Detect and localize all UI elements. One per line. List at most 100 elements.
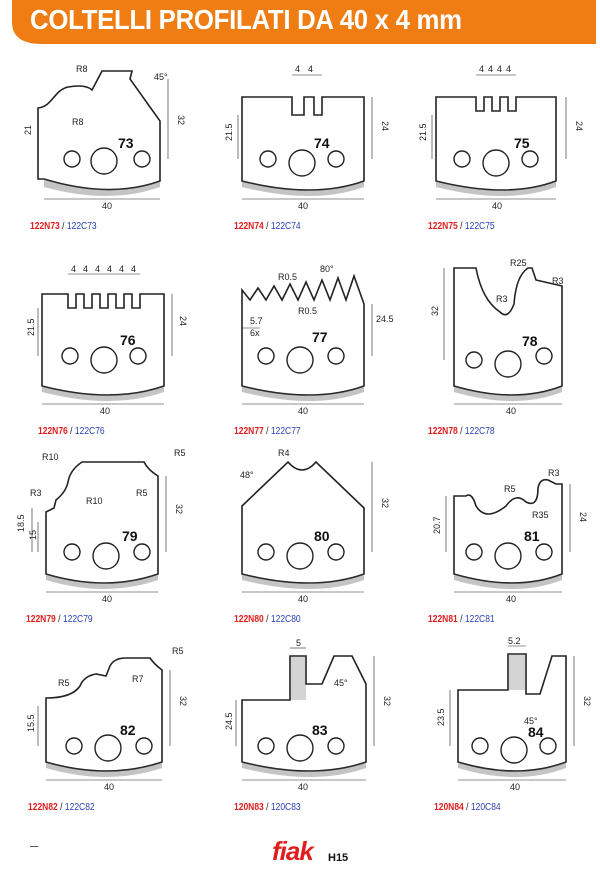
knife-77-drawing: R0.5 80° R0.5 5.7 6x 24.5 77 40 [241,264,394,416]
dim-text: R5 [172,646,184,656]
dim-text: 80° [320,264,334,274]
knife-78: R25 R3 R3 32 78 40 122N78 / 122C78 [416,258,596,460]
knife-code: 122N79 / 122C79 [26,614,93,625]
dim-text: R8 [76,64,88,74]
dim-text: 18.5 [16,514,26,532]
page-title: COLTELLI PROFILATI DA 40 x 4 mm [30,4,462,35]
code-n: 122N82 [28,802,58,813]
dim-text: 32 [178,696,188,706]
knife-code: 122N77 / 122C77 [234,426,301,437]
dim-text: 4 [71,264,76,274]
page-header: COLTELLI PROFILATI DA 40 x 4 mm [0,0,600,44]
header-bar [12,0,596,44]
knife-code: 122N75 / 122C75 [428,221,495,232]
knife-78-drawing: R25 R3 R3 32 78 40 [430,258,564,416]
knife-74: 4 4 21.5 24 74 40 122N74 / 122C74 [222,55,402,255]
knife-79: R10 R5 R3 R10 R5 18.5 15 32 79 40 122N79… [14,448,194,648]
knife-80: R4 48° 32 80 40 122N80 / 122C80 [222,448,402,648]
dim-text: R5 [504,484,516,494]
brand-logo: fiak H15 [272,836,362,872]
knife-number: 81 [524,528,540,544]
dim-text: 23.5 [436,708,446,726]
dim-text: 45° [524,716,538,726]
dim-text: 21.5 [224,123,234,141]
knife-code: 122N82 / 122C82 [28,802,95,813]
knife-code: 122N73 / 122C73 [30,221,97,232]
knife-number: 82 [120,722,136,738]
knife-83-drawing: 5 45° 24.5 32 83 40 [224,638,392,792]
knife-73: R8 45° R8 21 32 73 40 122N73 / 122C73 [18,55,198,255]
knife-74-drawing: 4 4 21.5 24 74 40 [224,64,390,211]
code-n: 122N74 [234,221,264,232]
dim-text: 24 [380,121,390,131]
knife-number: 76 [120,332,136,348]
knife-width: 40 [102,594,112,604]
knife-width: 40 [298,201,308,211]
knife-number: 84 [528,724,544,740]
knife-width: 40 [298,594,308,604]
knife-number: 75 [514,135,530,151]
knife-75-drawing: 4 4 4 4 21.5 24 75 40 [418,64,584,211]
code-n: 122N79 [26,614,56,625]
code-c: 122C73 [66,221,97,232]
knife-width: 40 [102,201,112,211]
knife-number: 79 [122,528,138,544]
dim-text: 6x [250,328,260,338]
dim-text: 4 [95,264,100,274]
dim-text: 4 [488,64,493,74]
knife-width: 40 [492,201,502,211]
code-c: 122C76 [74,426,105,437]
knife-width: 40 [506,406,516,416]
dim-text: 32 [174,504,184,514]
knife-84-drawing: 5.2 45° 23.5 32 84 40 [436,636,592,792]
dim-text: 45° [154,72,168,82]
knife-number: 77 [312,329,328,345]
dim-text: 4 [131,264,136,274]
dim-text: 32 [380,498,390,508]
knife-77: R0.5 80° R0.5 5.7 6x 24.5 77 40 122N77 /… [222,260,402,460]
dim-text: 5 [296,638,301,648]
dim-text: R25 [510,258,527,268]
dim-text: R10 [86,496,103,506]
dim-text: R10 [42,452,59,462]
code-c: 120C83 [270,802,301,813]
code-c: 122C75 [464,221,495,232]
code-n: 122N75 [428,221,458,232]
dim-text: R7 [132,674,144,684]
dim-text: 24 [578,512,588,522]
knife-width: 40 [104,782,114,792]
dim-text: R5 [58,678,70,688]
dim-text: 21 [23,125,33,135]
dim-text: 24 [178,316,188,326]
dim-text: 24.5 [376,314,394,324]
dim-text: 32 [382,696,392,706]
knife-81-drawing: R3 R5 R35 20.7 24 81 40 [432,468,588,604]
knife-width: 40 [100,406,110,416]
code-c: 122C79 [62,614,93,625]
dim-text: 4 [83,264,88,274]
knife-82-drawing: R5 R5 R7 15.5 32 82 40 [26,646,188,792]
dim-text: 4 [107,264,112,274]
knife-number: 78 [522,333,538,349]
code-n: 122N80 [234,614,264,625]
knife-79-drawing: R10 R5 R3 R10 R5 18.5 15 32 79 40 [16,448,186,604]
knife-code: 120N83 / 120C83 [234,802,301,813]
knife-81: R3 R5 R35 20.7 24 81 40 122N81 / 122C81 [416,448,596,648]
knife-code: 122N76 / 122C76 [38,426,105,437]
dim-text: 4 [295,64,300,74]
dim-text: 4 [497,64,502,74]
knife-number: 83 [312,722,328,738]
code-n: 122N76 [38,426,68,437]
dim-text: 45° [334,678,348,688]
code-c: 122C74 [270,221,301,232]
brand-name: fiak [272,836,314,866]
dim-text: R3 [30,488,42,498]
dim-text: 20.7 [432,516,442,534]
dim-text: 4 [479,64,484,74]
knife-80-drawing: R4 48° 32 80 40 [240,448,390,604]
code-n: 122N77 [234,426,264,437]
knife-76-drawing: 4 4 4 4 4 4 21.5 24 76 40 [26,264,188,416]
knife-code: 122N78 / 122C78 [428,426,495,437]
knife-code: 122N80 / 122C80 [234,614,301,625]
dim-text: 32 [176,115,186,125]
